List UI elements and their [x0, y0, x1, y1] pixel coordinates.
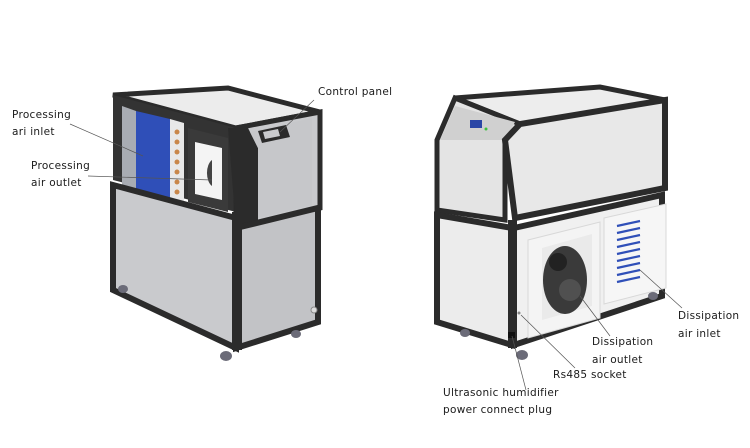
fan-icon [206, 160, 212, 186]
label-dissipation-outlet-line1: Dissipation [592, 336, 654, 348]
caster-wheel-icon [118, 285, 301, 361]
inlet-grille-icon [616, 219, 641, 284]
caster-wheel-icon [460, 292, 658, 360]
right-unit [434, 84, 683, 391]
rs485-socket-icon [517, 311, 521, 315]
label-processing-inlet-line1: Processing [12, 109, 72, 121]
label-rs485-socket: Rs485 socket [553, 369, 627, 381]
power-plug-icon [508, 332, 515, 338]
label-processing-inlet-line2: ari inlet [12, 126, 55, 138]
label-dissipation-inlet-line1: Dissipation [678, 310, 740, 322]
label-dissipation-inlet-line2: air inlet [678, 328, 721, 340]
display-icon [470, 120, 482, 128]
label-processing-outlet-line2: air outlet [31, 177, 82, 189]
label-humidifier-plug-line1: Ultrasonic humidifier [443, 387, 559, 399]
status-led-icon [484, 127, 488, 131]
exhaust-fan-icon [543, 246, 587, 314]
label-control-panel: Control panel [318, 86, 393, 98]
label-dissipation-outlet-line2: air outlet [592, 354, 643, 366]
label-processing-outlet-line1: Processing [31, 160, 91, 172]
copper-coil-icon [174, 129, 180, 195]
left-unit [69, 85, 323, 361]
label-humidifier-plug-line2: power connect plug [443, 404, 553, 416]
